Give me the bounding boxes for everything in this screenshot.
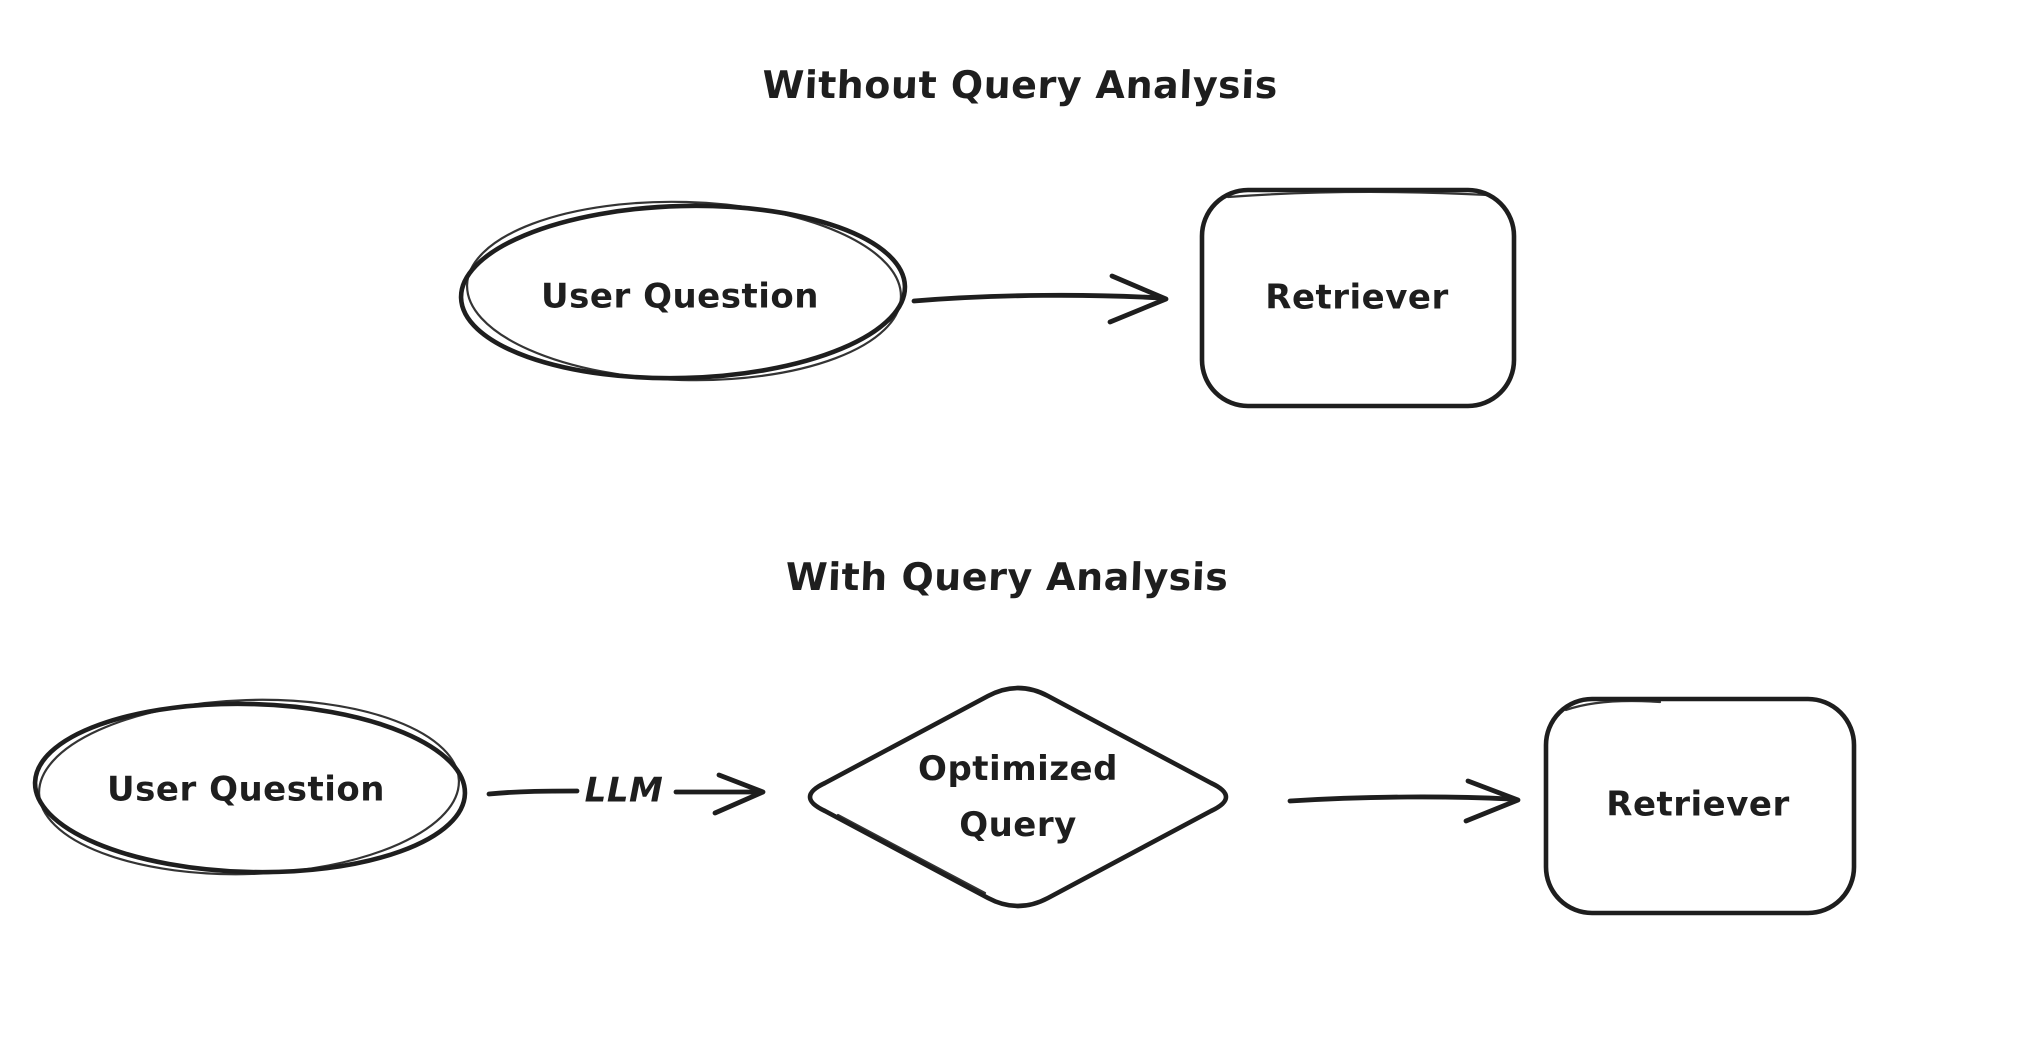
user-question-label-bottom: User Question bbox=[107, 769, 385, 810]
optimized-query-label-line2: Query bbox=[959, 805, 1077, 845]
user-question-ellipse-top bbox=[458, 200, 908, 382]
llm-edge-label: LLM bbox=[584, 770, 664, 811]
arrow-user-question-to-retriever-top bbox=[911, 273, 1169, 325]
optimized-query-label: Optimized Query bbox=[918, 741, 1118, 853]
optimized-query-diamond bbox=[807, 685, 1229, 909]
arrow-user-question-to-optimized-query bbox=[486, 772, 766, 816]
section-title-with-query-analysis: With Query Analysis bbox=[784, 555, 1230, 600]
section-title-without-query-analysis: Without Query Analysis bbox=[761, 63, 1279, 108]
retriever-label-bottom: Retriever bbox=[1606, 784, 1790, 825]
retriever-label-top: Retriever bbox=[1265, 277, 1449, 318]
retriever-box-top bbox=[1199, 187, 1517, 409]
arrow-optimized-query-to-retriever bbox=[1287, 778, 1521, 824]
retriever-box-bottom bbox=[1543, 696, 1857, 916]
user-question-ellipse-bottom bbox=[32, 698, 468, 876]
user-question-label-top: User Question bbox=[541, 276, 819, 317]
optimized-query-label-line1: Optimized bbox=[918, 749, 1118, 789]
